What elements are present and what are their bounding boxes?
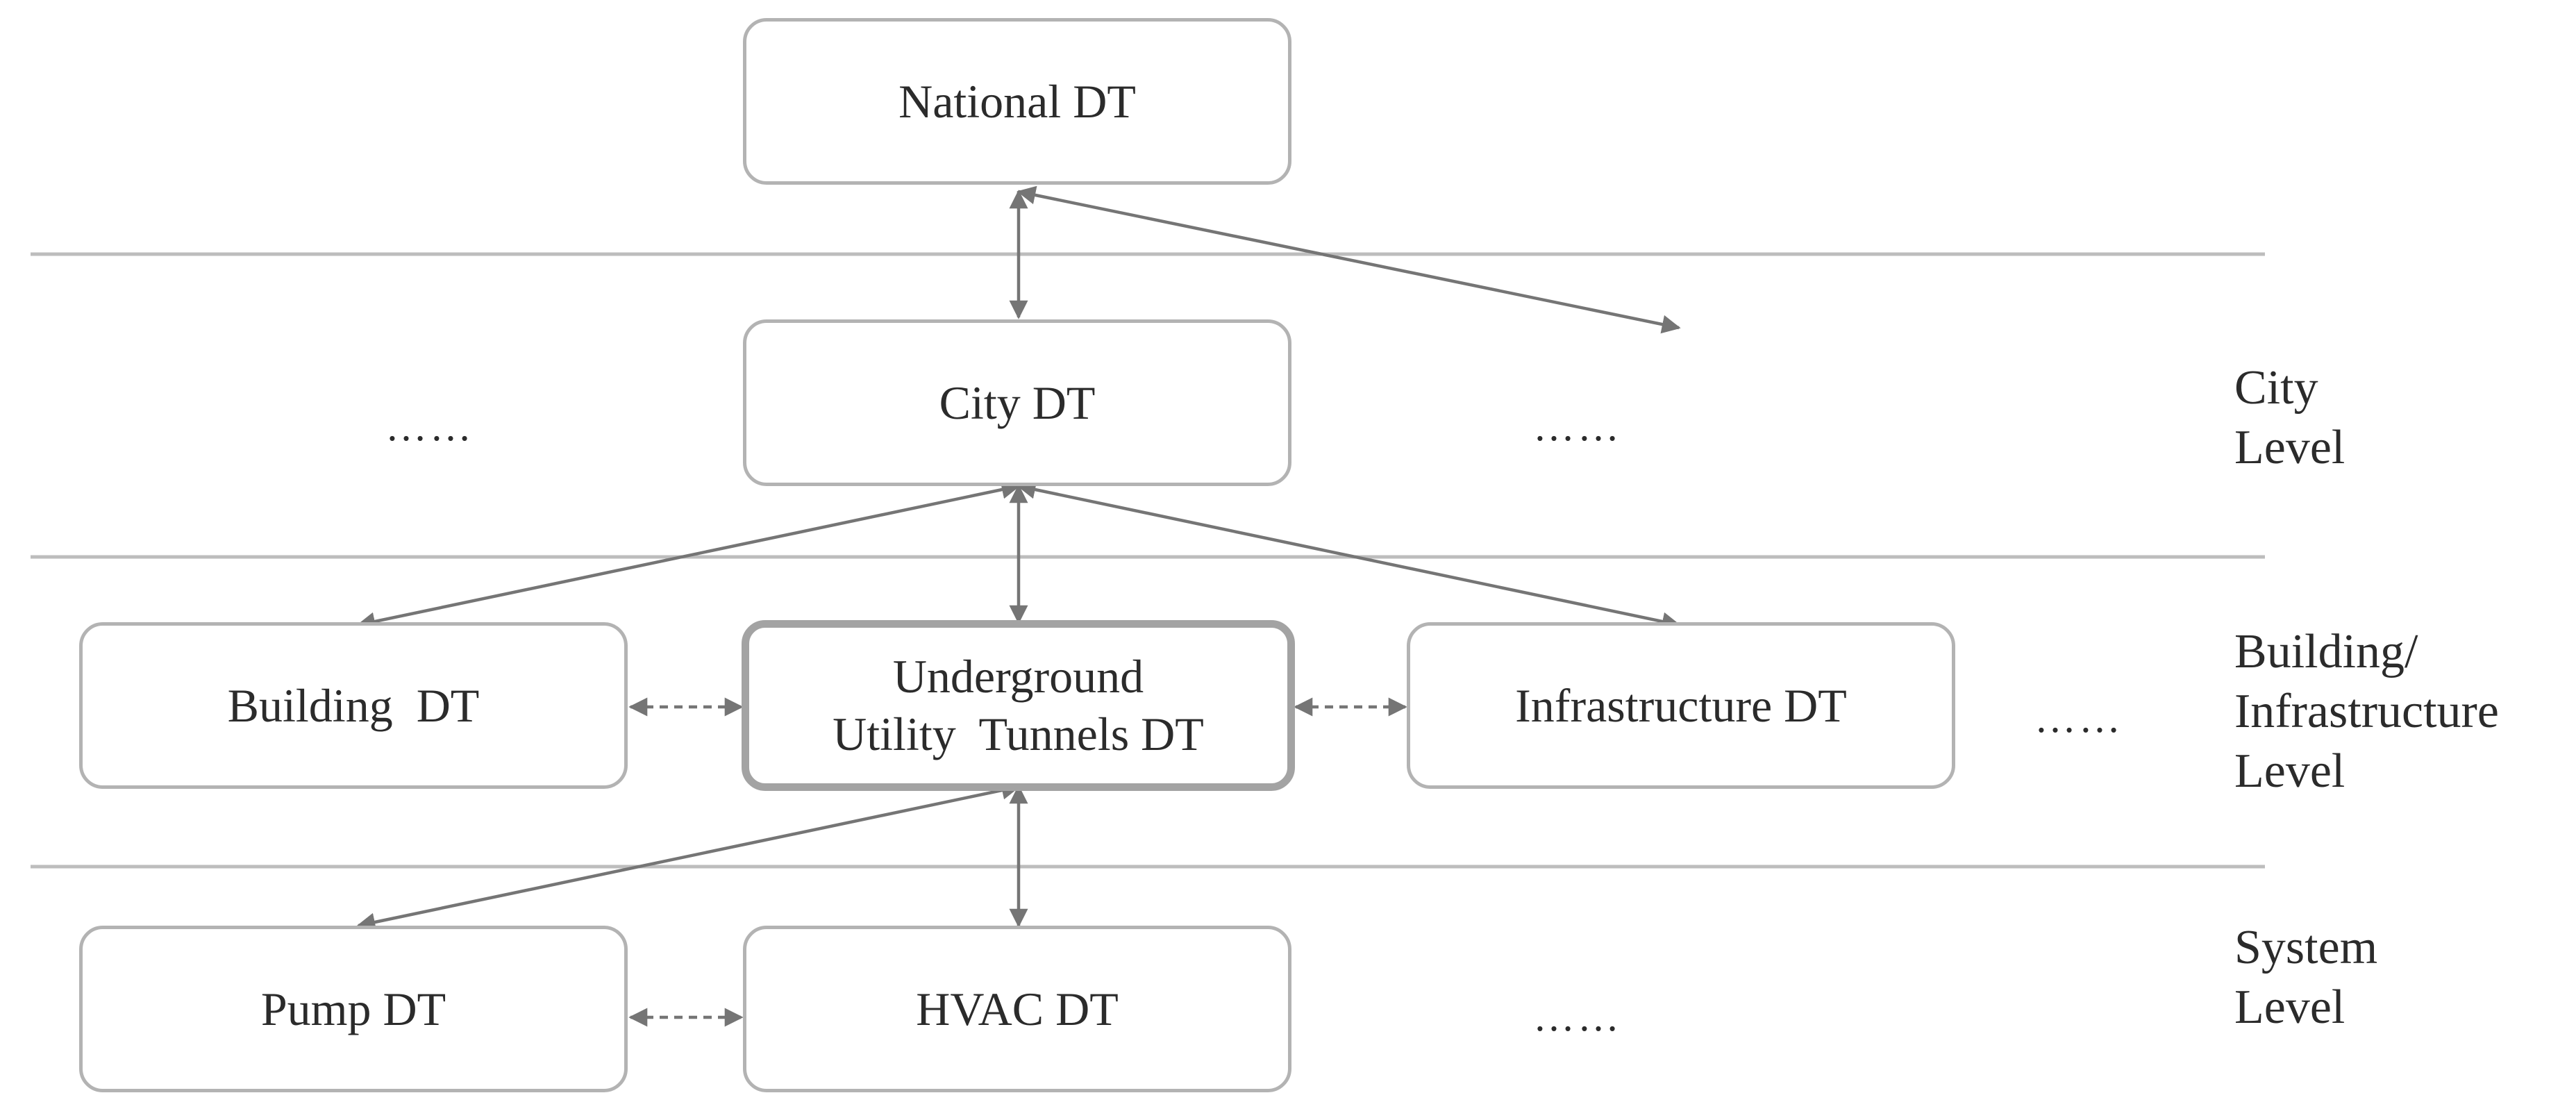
- level-city-line2: Level: [2234, 421, 2345, 474]
- node-hvac-dt: HVAC DT: [743, 926, 1291, 1092]
- level-system-line2: Level: [2234, 981, 2345, 1034]
- node-hvac-dt-label: HVAC DT: [916, 982, 1119, 1035]
- node-national-dt: National DT: [743, 18, 1291, 185]
- node-city-dt-label: City DT: [939, 376, 1096, 429]
- node-infrastructure-dt-label: Infrastructure DT: [1515, 678, 1847, 732]
- level-label-system: System Level: [2234, 918, 2377, 1037]
- node-infrastructure-dt: Infrastructure DT: [1407, 622, 1955, 789]
- arrow-city-building: [356, 480, 1021, 631]
- node-building-dt: Building DT: [79, 622, 628, 789]
- node-building-dt-label: Building DT: [227, 678, 480, 732]
- level-system-line1: System: [2234, 921, 2378, 974]
- level-building-line2: Infrastructure: [2234, 685, 2499, 738]
- level-building-line1: Building/: [2234, 625, 2418, 678]
- arrow-city-infrastructure: [1017, 480, 1681, 631]
- node-city-dt: City DT: [743, 319, 1291, 486]
- node-underground-utility-tunnels-dt: Underground Utility Tunnels DT: [742, 620, 1295, 791]
- node-tunnels-label-line2: Utility Tunnels DT: [833, 708, 1204, 760]
- node-tunnels-label-line1: Underground: [892, 650, 1144, 703]
- arrow-national-offscreen: [1017, 185, 1681, 334]
- node-pump-dt: Pump DT: [79, 926, 628, 1092]
- node-national-dt-label: National DT: [898, 74, 1136, 128]
- ellipsis-system-right: ……: [1533, 994, 1622, 1040]
- level-city-line1: City: [2234, 361, 2318, 415]
- arrow-tunnels-pump: [356, 781, 1021, 932]
- ellipsis-city-left: ……: [385, 403, 474, 449]
- level-building-line3: Level: [2234, 744, 2345, 798]
- node-pump-dt-label: Pump DT: [260, 982, 446, 1035]
- level-label-city: City Level: [2234, 358, 2345, 478]
- level-label-building-infrastructure: Building/ Infrastructure Level: [2234, 622, 2499, 801]
- ellipsis-building-right: ……: [2034, 695, 2123, 741]
- ellipsis-city-right: ……: [1533, 403, 1622, 449]
